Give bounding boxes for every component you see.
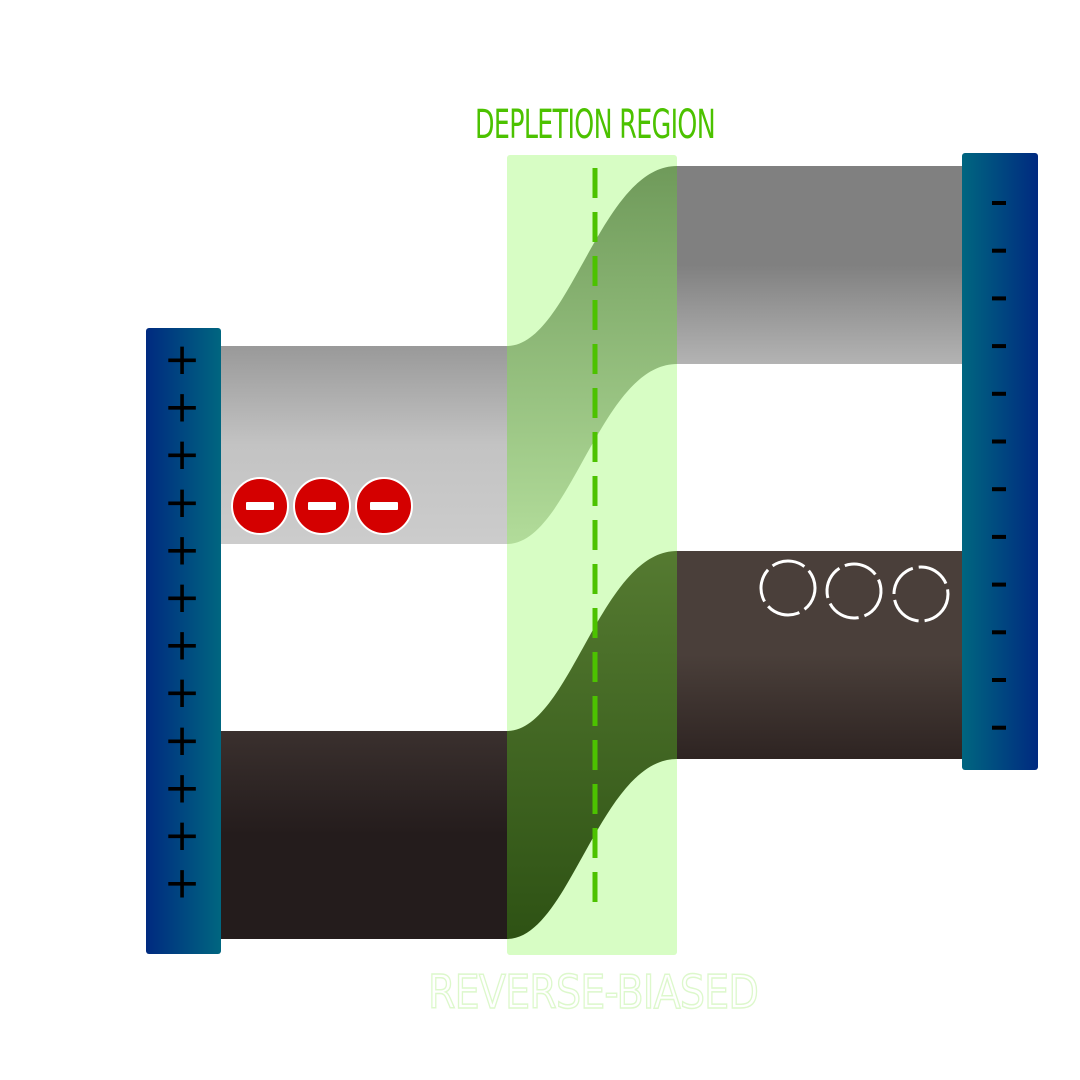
negative-charges (992, 201, 1006, 730)
positive-terminal (146, 328, 221, 954)
minus-sign (992, 534, 1006, 539)
minus-sign (992, 296, 1006, 301)
electron (231, 477, 289, 535)
minus-sign (992, 630, 1006, 635)
plus-sign: + (164, 715, 201, 766)
plus-sign: + (164, 572, 201, 623)
plus-sign: + (164, 524, 201, 575)
hole (825, 562, 883, 620)
hole (759, 559, 817, 617)
plus-sign: + (164, 429, 201, 480)
positive-charges: ++++++++++++ (164, 334, 201, 909)
minus-sign (992, 582, 1006, 587)
bias-label: REVERSE-BIASED (428, 965, 758, 1019)
minus-sign (992, 201, 1006, 205)
electrons (231, 477, 413, 535)
plus-sign: + (164, 382, 201, 433)
depletion-region-label: DEPLETION REGION (475, 102, 715, 148)
plus-sign: + (164, 858, 201, 909)
conduction-band-right (675, 166, 965, 364)
plus-sign: + (164, 667, 201, 718)
minus-sign (992, 439, 1006, 444)
electron (355, 477, 413, 535)
minus-sign (992, 344, 1006, 349)
negative-terminal (962, 153, 1038, 770)
valence-band-right (675, 551, 965, 759)
plus-sign: + (164, 477, 201, 528)
plus-sign: + (164, 762, 201, 813)
plus-sign: + (164, 334, 201, 385)
holes (759, 559, 950, 623)
minus-sign (992, 678, 1006, 682)
minus-sign (992, 487, 1006, 492)
plus-sign: + (164, 810, 201, 861)
electron (293, 477, 351, 535)
valence-band-bend (507, 551, 677, 939)
valence-band-left (218, 731, 510, 939)
conduction-band-bend (507, 166, 677, 544)
plus-sign: + (164, 620, 201, 671)
hole (892, 565, 950, 623)
minus-sign (992, 725, 1006, 730)
minus-sign (992, 391, 1006, 396)
minus-sign (992, 248, 1006, 253)
